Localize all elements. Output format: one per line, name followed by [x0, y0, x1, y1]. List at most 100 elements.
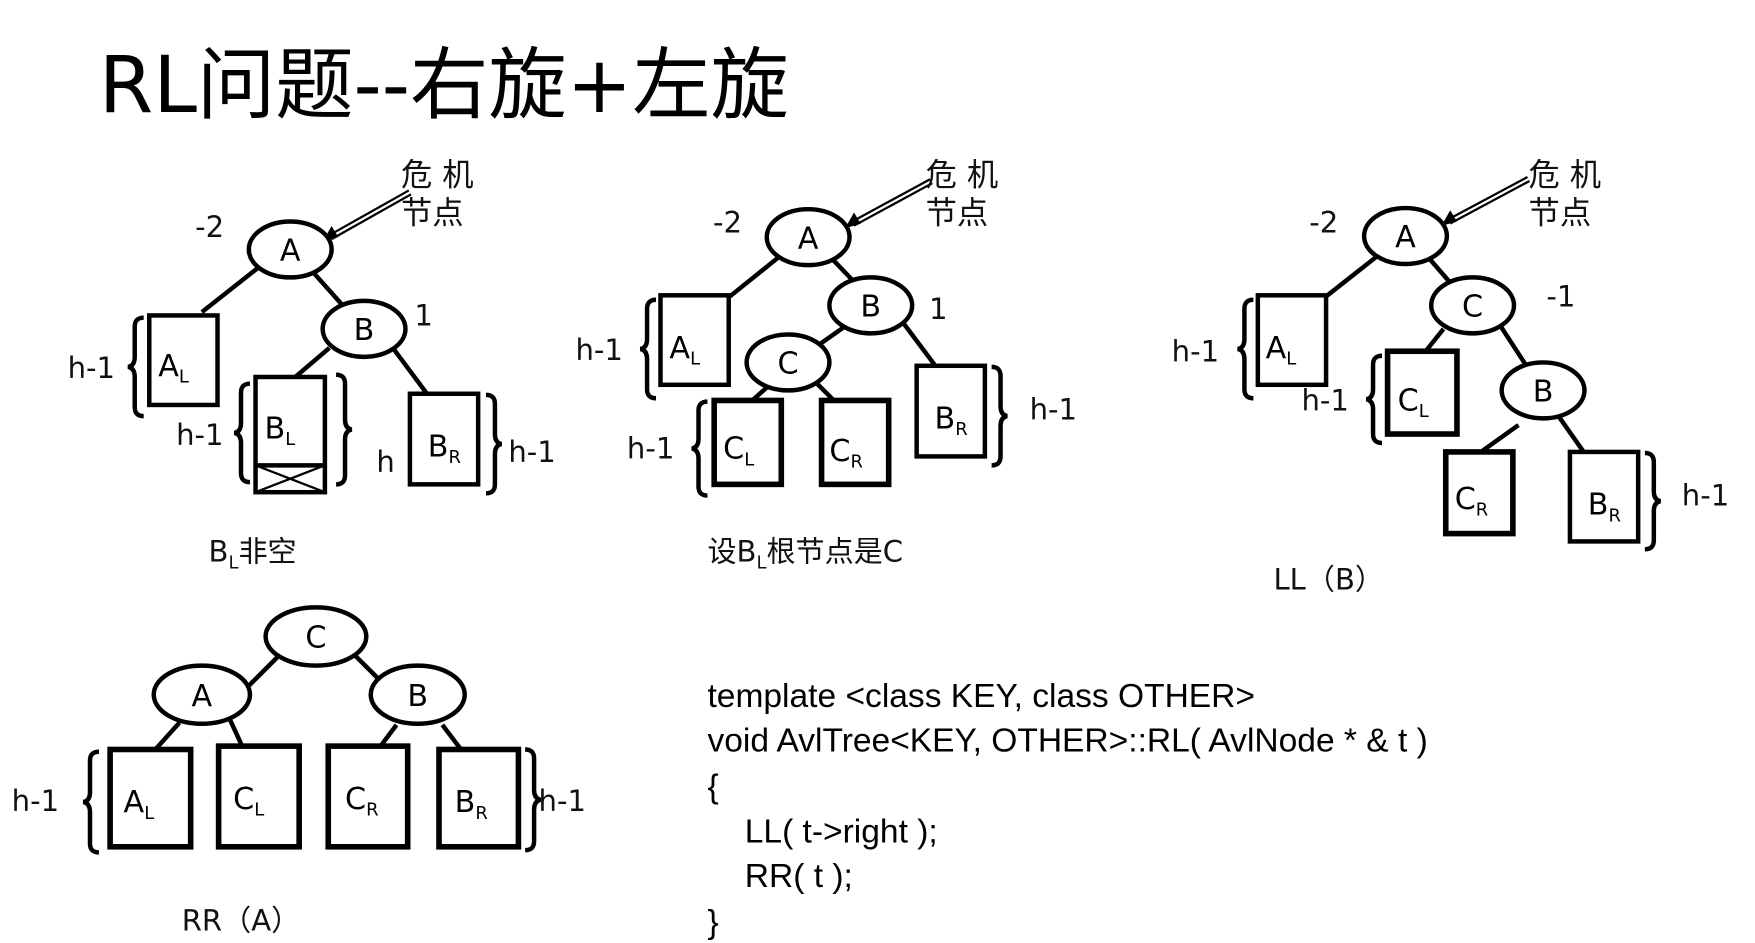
node-B	[368, 663, 467, 726]
subtree-BL	[253, 374, 328, 495]
subtree-CL	[711, 397, 785, 488]
subtree-AL-label: AL	[158, 349, 189, 388]
code-block: template <class KEY, class OTHER> void A…	[707, 678, 1427, 941]
subtree-AL-label: AL	[1266, 331, 1297, 370]
balance-factor-A: -2	[713, 206, 742, 240]
balance-factor-A: -2	[1309, 206, 1338, 240]
slide-title: RL问题--右旋+左旋	[99, 40, 789, 131]
node-C	[1428, 275, 1517, 336]
height-BL: h-1	[176, 418, 223, 452]
node-C-label: C	[777, 347, 798, 382]
subtree-AL-label: AL	[124, 785, 155, 824]
subtree-BR-label: BR	[455, 785, 488, 824]
balance-factor-A: -2	[195, 210, 224, 244]
subtree-BL-label: BL	[264, 412, 295, 451]
subtree-CR-label: CR	[829, 434, 863, 473]
edge-A-AL	[728, 253, 783, 299]
node-B	[320, 298, 408, 360]
subtree-CR	[1442, 449, 1516, 537]
subtree-BR-label: BR	[935, 401, 968, 440]
height-left: h-1	[12, 784, 59, 818]
critical-node-arrow-icon	[1441, 176, 1531, 226]
tree-3-after-ll: 危 机 节点 -2 A C -1 B AL h-1 CL h-1 CR BR h…	[1172, 158, 1730, 597]
height-CL: h-1	[627, 432, 674, 466]
subtree-CR-label: CR	[1455, 482, 1489, 521]
edge-B-BR	[1553, 410, 1587, 455]
node-C-label: C	[1462, 290, 1483, 325]
node-B-label: B	[860, 290, 881, 325]
subtree-BR-label: BR	[1588, 488, 1621, 527]
height-right: h-1	[539, 784, 586, 818]
edge-B-CR	[1478, 423, 1520, 455]
subtree-CR-label: CR	[345, 782, 379, 821]
subtree-CL	[1384, 348, 1460, 437]
node-A	[246, 219, 334, 280]
subtree-BR	[1567, 449, 1641, 544]
node-A-label: A	[192, 679, 213, 714]
subtree-CR	[325, 743, 411, 850]
brace-CL	[1365, 353, 1383, 446]
brace-BR	[485, 392, 503, 496]
brace-BR	[991, 364, 1008, 468]
code-line: RR( t );	[707, 858, 852, 895]
tree-1-before-rotation: 危 机 节点 -2 A B 1 AL h-1 BL h-1 h BR h-1 B…	[68, 158, 556, 574]
node-B-label: B	[354, 313, 375, 348]
balance-factor-B: 1	[929, 292, 948, 326]
node-A	[1361, 205, 1450, 267]
edge-C-CR	[813, 379, 836, 403]
critical-node-arrow-icon	[845, 178, 933, 229]
brace-AL	[1237, 297, 1254, 401]
subtree-CR	[818, 397, 892, 488]
critical-node-label-line2: 节点	[1529, 196, 1592, 232]
brace-CL	[691, 399, 708, 498]
code-line: void AvlTree<KEY, OTHER>::RL( AvlNode * …	[707, 723, 1427, 760]
code-line: {	[707, 769, 718, 806]
caption-tree-2: 设BL根节点是C	[707, 535, 903, 574]
subtree-AL-label: AL	[669, 331, 700, 370]
critical-node-label-line1: 危 机	[926, 158, 999, 194]
brace-BL-right	[335, 372, 353, 487]
brace-left	[82, 749, 100, 855]
edge-A-AL	[1324, 253, 1381, 299]
height-CL: h-1	[1301, 384, 1348, 418]
node-B-label: B	[407, 679, 428, 714]
balance-factor-B: 1	[414, 299, 433, 333]
subtree-AL	[1255, 293, 1329, 388]
brace-BL-left	[233, 381, 251, 485]
edge-C-B	[351, 651, 381, 681]
subtree-CL-label: CL	[1398, 384, 1429, 423]
subtree-CL-label: CL	[723, 432, 754, 471]
height-AL: h-1	[68, 351, 115, 385]
critical-node-label-line1: 危 机	[1529, 158, 1602, 194]
node-C	[744, 332, 832, 393]
height-BR: h-1	[1030, 392, 1077, 426]
height-BR: h-1	[508, 435, 555, 469]
node-A	[151, 663, 253, 726]
subtree-BR	[914, 363, 988, 459]
balance-factor-C: -1	[1546, 280, 1575, 314]
height-AL: h-1	[575, 333, 622, 367]
caption-tree-1: BL非空	[209, 535, 297, 574]
edge-A-B	[312, 271, 344, 306]
node-C	[263, 605, 369, 668]
node-B-label: B	[1533, 375, 1554, 410]
critical-node-arrow-icon	[322, 189, 412, 242]
edge-A-AL	[200, 264, 262, 314]
subtree-BR	[436, 746, 522, 850]
node-C-label: C	[305, 621, 326, 656]
edge-C-B	[1497, 323, 1531, 371]
node-A-label: A	[798, 221, 819, 256]
height-h: h	[376, 445, 394, 479]
critical-node-label-line2: 节点	[926, 196, 989, 232]
critical-node-label-line1: 危 机	[401, 158, 474, 194]
tree-4-after-rr: C A B AL CL CR BR h-1 h-1 RR（A）	[12, 605, 586, 938]
brace-AL	[127, 315, 144, 419]
code-line: LL( t->right );	[707, 813, 937, 850]
brace-AL	[639, 297, 657, 401]
subtree-BR-label: BR	[428, 429, 461, 468]
subtree-CL-label: CL	[233, 782, 264, 821]
code-line: template <class KEY, class OTHER>	[707, 678, 1255, 715]
edge-C-CL	[1423, 327, 1446, 353]
brace-right	[525, 747, 542, 853]
